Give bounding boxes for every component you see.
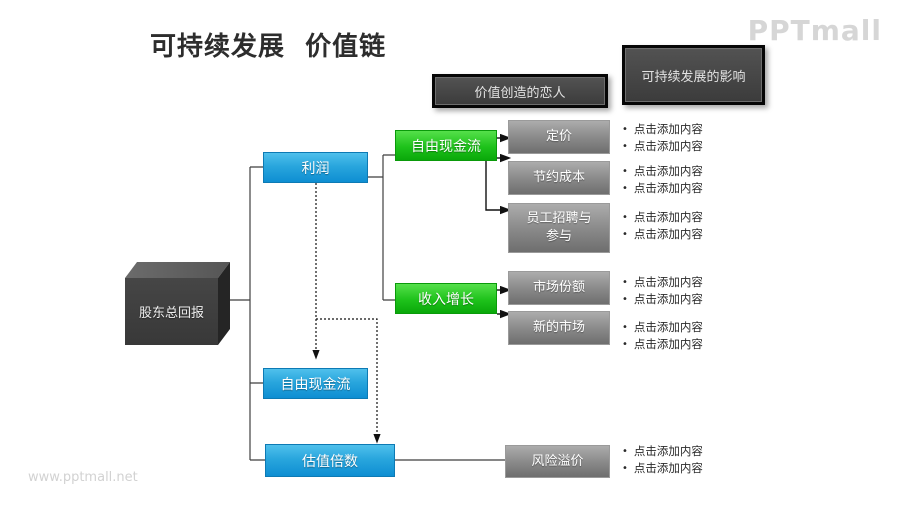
cube-front-face: 股东总回报 [125,278,218,345]
bullets-risk-premium: •点击添加内容 •点击添加内容 [622,443,742,477]
bullet-placeholder[interactable]: •点击添加内容 [622,444,703,458]
cube-shareholder-return: 股东总回报 [125,262,230,345]
node-cost-saving: 节约成本 [508,161,610,195]
node-free-cash-flow-blue: 自由现金流 [263,368,368,399]
bullet-placeholder[interactable]: •点击添加内容 [622,139,703,153]
node-recruiting-engagement: 员工招聘与 参与 [508,203,610,253]
cube-top-face [125,262,230,278]
header-sustainability-impact-label: 可持续发展的影响 [625,48,762,102]
spine-middle [368,154,395,301]
bullet-dot-icon: • [622,463,628,474]
bullet-dot-icon: • [622,446,628,457]
watermark-url: www.pptmall.net [28,470,138,485]
bullet-placeholder[interactable]: •点击添加内容 [622,337,703,351]
bullets-new-markets: •点击添加内容 •点击添加内容 [622,319,742,353]
spine-left [230,166,265,461]
node-market-share: 市场份额 [508,271,610,305]
bullet-placeholder[interactable]: •点击添加内容 [622,275,703,289]
bullet-dot-icon: • [622,212,628,223]
header-value-levers-label: 价值创造的恋人 [435,77,605,105]
bullet-dot-icon: • [622,166,628,177]
bullet-placeholder[interactable]: •点击添加内容 [622,181,703,195]
node-market-share-label: 市场份额 [532,280,585,296]
bullets-cost-saving: •点击添加内容 •点击添加内容 [622,163,742,197]
bullet-dot-icon: • [622,322,628,333]
bullet-placeholder[interactable]: •点击添加内容 [622,164,703,178]
bullet-placeholder[interactable]: •点击添加内容 [622,292,703,306]
node-new-markets: 新的市场 [508,311,610,345]
node-valuation-multiple: 估值倍数 [265,444,395,477]
bullet-dot-icon: • [622,339,628,350]
bullet-dot-icon: • [622,141,628,152]
bullets-recruiting: •点击添加内容 •点击添加内容 [622,209,742,243]
node-recruiting-engagement-label: 员工招聘与 参与 [526,211,592,244]
header-value-levers: 价值创造的恋人 [432,74,608,108]
node-profit: 利润 [263,152,368,183]
cube-label: 股东总回报 [138,306,204,321]
bullets-market-share: •点击添加内容 •点击添加内容 [622,274,742,308]
node-free-cash-flow-green: 自由现金流 [395,130,497,161]
cube-side-face [218,262,230,345]
bullet-placeholder[interactable]: •点击添加内容 [622,210,703,224]
bullet-placeholder[interactable]: •点击添加内容 [622,320,703,334]
header-sustainability-impact: 可持续发展的影响 [622,45,765,105]
dotted-arrow-profit-valuation [316,318,381,444]
node-pricing-label: 定价 [545,129,572,145]
bullet-dot-icon: • [622,124,628,135]
bullet-dot-icon: • [622,294,628,305]
bullet-dot-icon: • [622,277,628,288]
node-revenue-growth: 收入增长 [395,283,497,314]
page-title: 可持续发展 价值链 [150,32,387,62]
bullet-dot-icon: • [622,183,628,194]
node-risk-premium: 风险溢价 [505,445,610,478]
node-new-markets-label: 新的市场 [532,320,585,336]
arrow-fcf-recruiting [485,161,512,215]
bullets-pricing: •点击添加内容 •点击添加内容 [622,121,742,155]
bullet-placeholder[interactable]: •点击添加内容 [622,461,703,475]
pptmall-logo: PPTmall [747,14,882,47]
node-risk-premium-label: 风险溢价 [531,453,584,469]
bullet-placeholder[interactable]: •点击添加内容 [622,227,703,241]
bullet-placeholder[interactable]: •点击添加内容 [622,122,703,136]
bullet-dot-icon: • [622,229,628,240]
node-pricing: 定价 [508,120,610,154]
node-cost-saving-label: 节约成本 [532,170,585,186]
